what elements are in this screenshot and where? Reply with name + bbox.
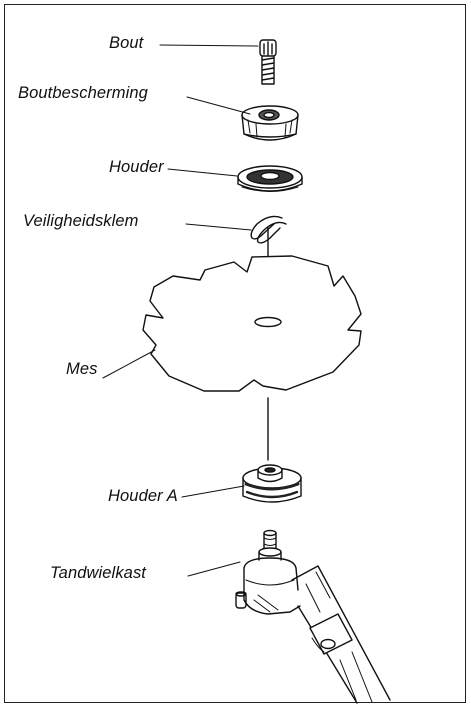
leader-boutbescherming: [186, 96, 251, 115]
label-veiligheidsklem: Veiligheidsklem: [23, 212, 139, 230]
leader-tandwielkast: [187, 561, 241, 577]
bolt-guard-part: [241, 105, 299, 141]
label-houder: Houder: [109, 158, 164, 176]
leader-houder: [167, 168, 238, 177]
holder-a-part: [242, 464, 302, 503]
label-houder-a: Houder A: [108, 487, 178, 505]
safety-clip-part: [250, 215, 287, 244]
leader-houder-a: [181, 485, 245, 498]
bolt-part: [259, 39, 277, 85]
holder-part: [237, 165, 303, 192]
blade-center-hole: [254, 316, 282, 328]
leader-bout: [159, 44, 259, 47]
label-boutbescherming: Boutbescherming: [18, 84, 148, 102]
gearbox-part: [235, 529, 391, 704]
blade-part: [142, 255, 362, 392]
label-tandwielkast: Tandwielkast: [50, 564, 146, 582]
leader-veiligheidsklem: [185, 223, 252, 231]
label-mes: Mes: [66, 360, 98, 378]
leader-mes: [102, 349, 156, 379]
label-bout: Bout: [109, 34, 144, 52]
